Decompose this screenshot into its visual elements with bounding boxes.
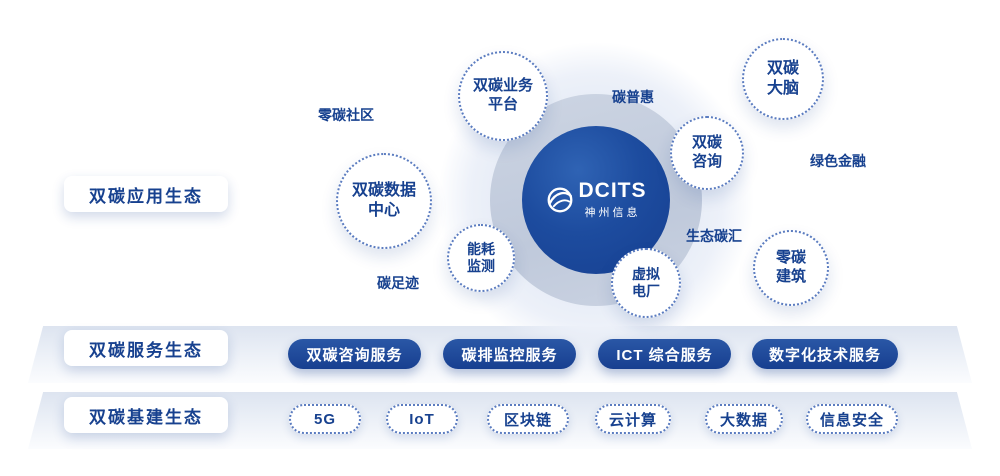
service-pill-emission-monitoring: 碳排监控服务 xyxy=(443,339,576,369)
infra-pill-big-data: 大数据 xyxy=(705,404,783,434)
bubble-label-line: 能耗 xyxy=(467,240,495,257)
infra-pill-cloud-computing: 云计算 xyxy=(595,404,671,434)
brand-name-cn: 神州信息 xyxy=(584,207,641,220)
bubble-label-line: 咨询 xyxy=(691,153,722,170)
tag-green-finance: 绿色金融 xyxy=(810,153,866,169)
bubble-carbon-data-center: 双碳数据 中心 xyxy=(336,153,432,249)
tag-zero-carbon-community: 零碳社区 xyxy=(318,107,374,123)
bubble-label-line: 零碳 xyxy=(775,249,806,267)
section-label-infrastructure: 双碳基建生态 xyxy=(64,397,228,433)
bubble-carbon-brain: 双碳 大脑 xyxy=(742,38,824,120)
bubble-label-line: 双碳 xyxy=(691,134,722,152)
infra-pill-blockchain: 区块链 xyxy=(487,404,569,434)
infra-pill-5g: 5G xyxy=(289,404,361,434)
bubble-energy-monitoring: 能耗 监测 xyxy=(447,224,515,292)
bubble-business-platform: 双碳业务 平台 xyxy=(458,51,548,141)
bubble-label-line: 双碳数据 xyxy=(351,182,416,199)
dcits-logo: DCITS 神州信息 xyxy=(546,178,647,220)
bubble-label-line: 电厂 xyxy=(632,283,660,299)
bubble-label-line: 平台 xyxy=(487,96,518,113)
section-label-application: 双碳应用生态 xyxy=(64,176,228,212)
infra-pill-information-security: 信息安全 xyxy=(806,404,898,434)
bubble-label-line: 建筑 xyxy=(775,268,806,285)
bubble-virtual-power-plant: 虚拟 电厂 xyxy=(611,248,681,318)
service-pill-digital-tech: 数字化技术服务 xyxy=(752,339,898,369)
tag-carbon-inclusion: 碳普惠 xyxy=(612,89,654,105)
brand-name: DCITS xyxy=(578,178,647,202)
infra-pill-iot: IoT xyxy=(386,404,458,434)
bubble-zero-carbon-building: 零碳 建筑 xyxy=(753,230,829,306)
bubble-carbon-consulting: 双碳 咨询 xyxy=(670,116,744,190)
service-pill-ict: ICT 综合服务 xyxy=(598,339,731,369)
bubble-label-line: 中心 xyxy=(367,202,400,219)
bubble-label-line: 虚拟 xyxy=(632,265,660,282)
service-pill-carbon-consulting: 双碳咨询服务 xyxy=(288,339,421,369)
bubble-label-line: 双碳业务 xyxy=(472,77,533,95)
dcits-swirl-globe-icon xyxy=(546,186,574,214)
tag-ecological-carbon-sink: 生态碳汇 xyxy=(686,228,742,244)
section-label-service: 双碳服务生态 xyxy=(64,330,228,366)
bubble-label-line: 双碳 xyxy=(766,60,799,77)
bubble-label-line: 大脑 xyxy=(766,80,799,97)
tag-carbon-footprint: 碳足迹 xyxy=(377,275,419,291)
bubble-label-line: 监测 xyxy=(467,258,495,274)
